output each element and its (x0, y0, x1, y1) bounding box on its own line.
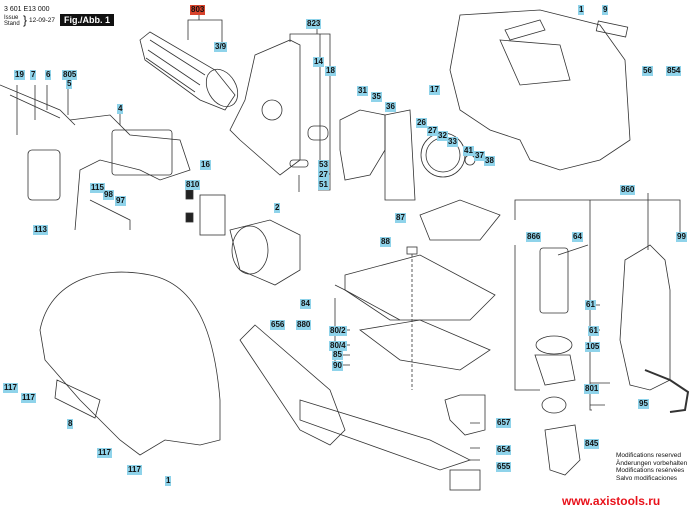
callout-19[interactable]: 19 (14, 70, 25, 80)
callout-36[interactable]: 36 (385, 102, 396, 112)
callout-16[interactable]: 16 (200, 160, 211, 170)
callout-113[interactable]: 113 (33, 225, 48, 235)
callout-32[interactable]: 32 (437, 131, 448, 141)
notice-en: Modifications reserved (616, 452, 682, 459)
housing-half-part (449, 9, 631, 171)
callout-803[interactable]: 803 (190, 5, 206, 15)
callout-61[interactable]: 61 (585, 300, 596, 310)
notice-es: Salvo modificaciones (616, 474, 678, 482)
gear-part (339, 109, 501, 241)
callout-5[interactable]: 5 (66, 79, 73, 89)
callout-801[interactable]: 801 (584, 384, 600, 394)
callout-37[interactable]: 37 (474, 151, 485, 161)
callout-85[interactable]: 85 (332, 350, 343, 360)
guide-assembly-part (534, 244, 589, 476)
bearing-plate-part (229, 39, 329, 192)
brush-holder-part (185, 189, 301, 286)
callout-56[interactable]: 56 (642, 66, 653, 76)
issue-date: 12-09-27 (29, 17, 56, 24)
callout-1b[interactable]: 1 (165, 476, 172, 486)
callout-64[interactable]: 64 (572, 232, 583, 242)
callout-61b[interactable]: 61 (588, 326, 599, 336)
callout-17[interactable]: 17 (429, 85, 440, 95)
callout-4[interactable]: 4 (117, 104, 124, 114)
side-cover-part (619, 244, 690, 413)
callout-854[interactable]: 854 (666, 66, 682, 76)
callout-35[interactable]: 35 (371, 92, 382, 102)
callout-7[interactable]: 7 (30, 70, 37, 80)
notice-de: Änderungen vorbehalten (616, 459, 688, 467)
callout-823[interactable]: 823 (306, 19, 322, 29)
callout-3-9[interactable]: 3/9 (214, 42, 228, 52)
callout-51[interactable]: 51 (318, 180, 329, 190)
callout-27b[interactable]: 27 (427, 126, 438, 136)
callout-105[interactable]: 105 (585, 342, 601, 352)
callout-810[interactable]: 810 (185, 180, 201, 190)
callout-117c[interactable]: 117 (97, 448, 112, 458)
callout-18[interactable]: 18 (325, 66, 336, 76)
callout-657[interactable]: 657 (496, 418, 512, 428)
issue-label-en: Issue (4, 15, 19, 21)
callout-38[interactable]: 38 (484, 156, 495, 166)
callout-26[interactable]: 26 (416, 118, 427, 128)
callout-33[interactable]: 33 (447, 137, 458, 147)
callout-117[interactable]: 117 (3, 383, 18, 393)
callout-53[interactable]: 53 (318, 160, 329, 170)
base-plate-part (334, 246, 496, 390)
part-number: 3 601 E13 000 (4, 6, 50, 13)
dust-extraction-tube-part (239, 324, 486, 491)
callout-655[interactable]: 655 (496, 462, 512, 472)
callout-14[interactable]: 14 (313, 57, 324, 67)
callout-860[interactable]: 860 (620, 185, 636, 195)
callout-654[interactable]: 654 (496, 445, 512, 455)
callout-115[interactable]: 115 (90, 183, 105, 193)
callout-656[interactable]: 656 (270, 320, 286, 330)
issue-label: Issue Stand (4, 15, 20, 27)
callout-9[interactable]: 9 (602, 5, 609, 15)
callout-87[interactable]: 87 (395, 213, 406, 223)
callout-41[interactable]: 41 (463, 146, 474, 156)
callout-99[interactable]: 99 (676, 232, 687, 242)
callout-880[interactable]: 880 (296, 320, 312, 330)
watermark-url[interactable]: www.axistools.ru (562, 494, 661, 508)
callout-80-2[interactable]: 80/2 (329, 326, 347, 336)
brace-glyph: } (23, 13, 28, 27)
callout-97[interactable]: 97 (115, 196, 126, 206)
callout-866[interactable]: 866 (526, 232, 542, 242)
callout-6[interactable]: 6 (45, 70, 52, 80)
wiring-part (0, 84, 191, 231)
callout-80-4[interactable]: 80/4 (329, 341, 347, 351)
issue-label-de: Stand (4, 21, 20, 27)
callout-88[interactable]: 88 (380, 237, 391, 247)
callout-95[interactable]: 95 (638, 399, 649, 409)
callout-845[interactable]: 845 (584, 439, 600, 449)
housing-cover-part (39, 271, 221, 456)
callout-27[interactable]: 27 (318, 170, 329, 180)
callout-2[interactable]: 2 (274, 203, 281, 213)
callout-98[interactable]: 98 (103, 190, 114, 200)
callout-117d[interactable]: 117 (127, 465, 142, 475)
callout-31[interactable]: 31 (357, 86, 368, 96)
modifications-notice: Modifications reserved Änderungen vorbeh… (616, 452, 687, 482)
callout-117b[interactable]: 117 (21, 393, 36, 403)
figure-label: Fig./Abb. 1 (60, 14, 114, 26)
armature-part (139, 31, 239, 111)
callout-805[interactable]: 805 (62, 70, 78, 80)
callout-8[interactable]: 8 (67, 419, 74, 429)
notice-fr: Modifications resérvées (616, 467, 685, 474)
callout-84[interactable]: 84 (300, 299, 311, 309)
callout-90[interactable]: 90 (332, 361, 343, 371)
callout-1[interactable]: 1 (578, 5, 585, 15)
